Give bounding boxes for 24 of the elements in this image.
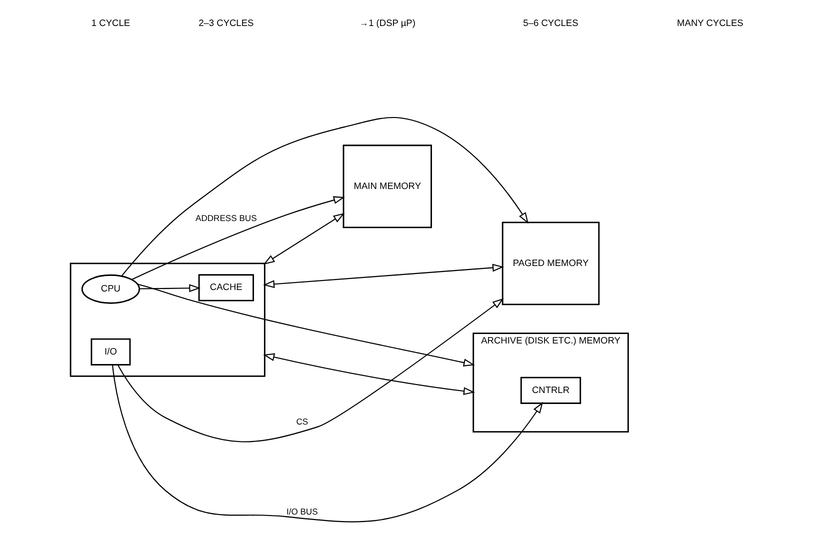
edge-label: ADDRESS BUS [195,213,256,224]
label: 1 CYCLE [90,18,130,28]
edge-label: I/O BUS [286,506,318,516]
edge-label: CS [296,416,308,426]
arrow [262,264,504,288]
arrow [137,284,474,367]
cluster [69,262,265,377]
label: 2–3 CYCLES [198,18,254,28]
arrow [111,364,543,522]
label: →1 (DSP µP) [358,18,415,28]
arrow [116,298,504,442]
node-ellipse: CPU [80,274,140,304]
arrow [131,196,344,280]
arrow [262,213,344,265]
node-box: MAIN MEMORY [342,144,432,228]
node-box: CNTRLR [520,376,581,404]
node-box: CACHE [198,274,254,302]
arrow [120,117,528,276]
node-box: PAGED MEMORY [501,222,600,306]
label: 5–6 CYCLES [522,18,578,28]
arrow [139,284,200,292]
arrow [262,353,474,396]
node-box: I/O [90,338,130,366]
label: MANY CYCLES [676,18,743,28]
